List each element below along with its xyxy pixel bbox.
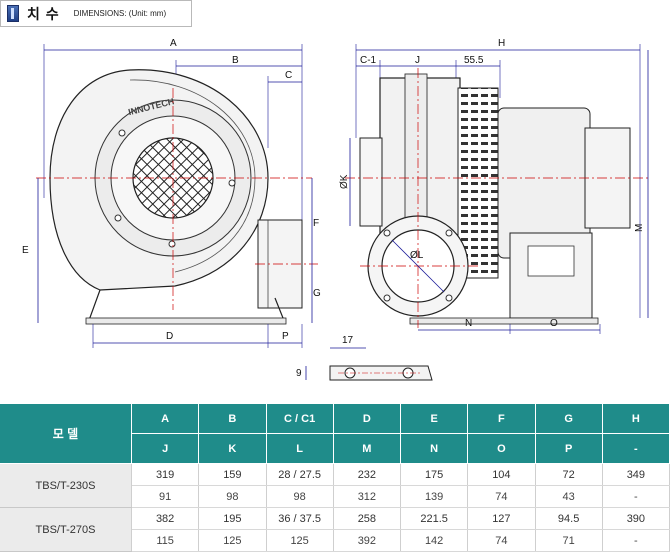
dim-label-k: ØK: [339, 174, 350, 189]
dim-label-n: N: [465, 318, 472, 329]
table-cell: 74: [467, 485, 536, 508]
foot-detail: 17 9: [296, 335, 433, 381]
table-cell: 159: [198, 463, 267, 486]
header-cell: -: [602, 433, 670, 464]
table-cell: 142: [400, 529, 469, 552]
table-row: 91 98 98 312 139 74 43 -: [0, 485, 670, 508]
dim-label-f: F: [313, 218, 319, 229]
table-cell: 104: [467, 463, 536, 486]
table-cell: 74: [467, 529, 536, 552]
dim-label-17: 17: [342, 335, 354, 346]
table-cell: 43: [535, 485, 603, 508]
header-cell: K: [198, 433, 267, 464]
header-cell: J: [131, 433, 200, 464]
dim-label-c1: C-1: [360, 55, 377, 66]
dim-label-55-5: 55.5: [464, 55, 484, 66]
header-cell: M: [333, 433, 402, 464]
section-header: 치 수 DIMENSIONS: (Unit: mm): [0, 0, 192, 27]
table-cell: 349: [602, 463, 670, 486]
dim-label-d: D: [166, 331, 173, 342]
model-name: TBS/T-270S: [0, 507, 132, 552]
dim-label-e: E: [22, 245, 29, 256]
section-title: 치 수: [27, 5, 60, 22]
table-row: TBS/T-270S 382 195 36 / 37.5 258 221.5 1…: [0, 507, 670, 552]
header-cell: D: [333, 404, 402, 434]
table-cell: 125: [266, 529, 334, 552]
dim-label-g: G: [313, 288, 321, 299]
table-cell: 195: [198, 507, 267, 530]
side-view: H C-1 J 55.5 ØK ØL: [339, 38, 650, 334]
header-cell: G: [535, 404, 603, 434]
header-cell: C / C1: [266, 404, 334, 434]
table-cell: 28 / 27.5: [266, 463, 334, 486]
table-cell: -: [602, 485, 670, 508]
table-cell: 72: [535, 463, 603, 486]
table-cell: 319: [131, 463, 200, 486]
dim-label-l: ØL: [410, 250, 424, 261]
header-cell: E: [400, 404, 469, 434]
header-cell: B: [198, 404, 267, 434]
dim-label-a: A: [170, 38, 177, 49]
table-cell: 392: [333, 529, 402, 552]
model-header: 모 델: [0, 404, 132, 464]
front-view: A B C INNOTECH E F G: [22, 38, 321, 348]
model-name: TBS/T-230S: [0, 463, 132, 508]
table-cell: 258: [333, 507, 402, 530]
table-header-row-1: 모 델 A B C / C1 D E F G H: [0, 404, 670, 464]
table-cell: 221.5: [400, 507, 469, 530]
dim-label-o: O: [550, 318, 558, 329]
document-icon: [7, 5, 19, 22]
table-cell: 125: [198, 529, 267, 552]
dim-label-m: M: [634, 224, 645, 232]
dim-label-c: C: [285, 70, 292, 81]
table-cell: 312: [333, 485, 402, 508]
table-cell: 382: [131, 507, 200, 530]
dim-label-j: J: [415, 55, 420, 66]
table-cell: 390: [602, 507, 670, 530]
table-row: 115 125 125 392 142 74 71 -: [0, 529, 670, 552]
header-cell: A: [131, 404, 200, 434]
table-cell: 175: [400, 463, 469, 486]
table-cell: 127: [467, 507, 536, 530]
header-cell: O: [467, 433, 536, 464]
header-cell: H: [602, 404, 670, 434]
header-cell: N: [400, 433, 469, 464]
spec-table: 모 델 A B C / C1 D E F G H J K L M N O P -…: [0, 404, 670, 552]
header-cell: P: [535, 433, 603, 464]
header-cell: L: [266, 433, 334, 464]
table-cell: 115: [131, 529, 200, 552]
dim-label-p: P: [282, 331, 289, 342]
table-cell: 98: [198, 485, 267, 508]
table-cell: 139: [400, 485, 469, 508]
table-header-row-2: J K L M N O P -: [0, 433, 670, 464]
table-cell: 91: [131, 485, 200, 508]
table-cell: 94.5: [535, 507, 603, 530]
table-cell: 232: [333, 463, 402, 486]
dim-label-9: 9: [296, 368, 302, 379]
table-cell: 36 / 37.5: [266, 507, 334, 530]
header-cell: F: [467, 404, 536, 434]
dim-label-b: B: [232, 55, 239, 66]
dim-label-h: H: [498, 38, 505, 49]
table-cell: 98: [266, 485, 334, 508]
section-subtitle: DIMENSIONS: (Unit: mm): [73, 9, 167, 18]
table-row: TBS/T-230S 319 159 28 / 27.5 232 175 104…: [0, 463, 670, 508]
table-cell: -: [602, 529, 670, 552]
dimension-drawing: A B C INNOTECH E F G: [22, 38, 650, 381]
table-cell: 71: [535, 529, 603, 552]
